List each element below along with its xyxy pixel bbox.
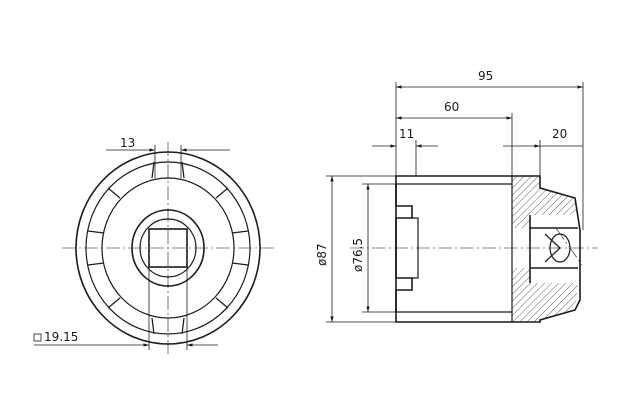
dim-60: 60 xyxy=(444,100,459,114)
dim-20: 20 xyxy=(552,127,567,141)
front-square-drive xyxy=(148,228,188,268)
square-symbol-icon xyxy=(33,333,42,342)
front-view: 13 19.15 xyxy=(33,136,276,356)
dim-76-5: ø76.5 xyxy=(351,238,365,272)
dim-87: ø87 xyxy=(315,243,329,266)
dim-11: 11 xyxy=(399,127,414,141)
dim-19-15: 19.15 xyxy=(44,330,78,344)
front-slot-notches xyxy=(87,161,249,335)
section-view: 95 60 11 20 ø87 ø76.5 xyxy=(315,69,598,323)
dim-13: 13 xyxy=(120,136,135,150)
dim-95: 95 xyxy=(478,69,493,83)
